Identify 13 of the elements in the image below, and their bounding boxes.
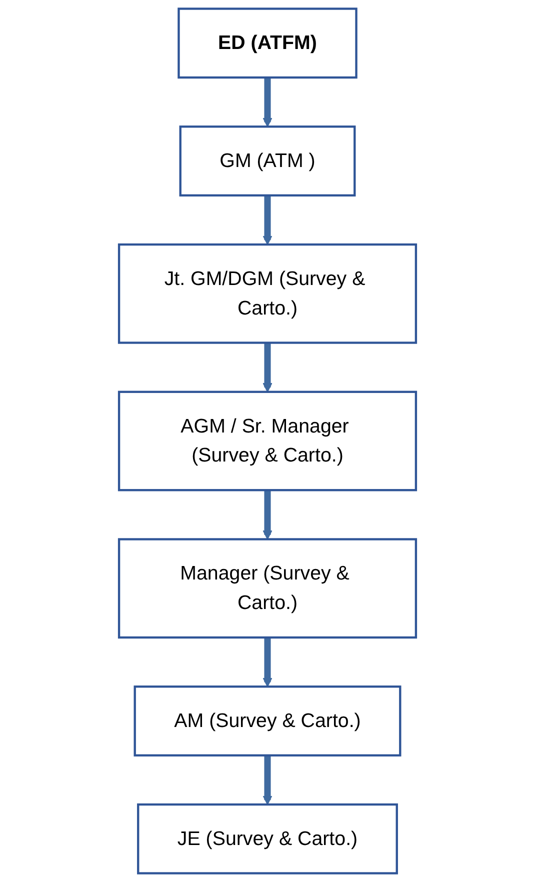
node-box: JE (Survey & Carto.) bbox=[137, 803, 398, 874]
node-box: GM (ATM ) bbox=[179, 126, 356, 196]
arrow bbox=[262, 490, 272, 540]
node-box: Manager (Survey & Carto.) bbox=[118, 538, 418, 639]
arrow bbox=[262, 342, 272, 392]
node-box: ED (ATFM) bbox=[178, 8, 358, 79]
node-box: AGM / Sr. Manager (Survey & Carto.) bbox=[118, 390, 418, 492]
arrow bbox=[262, 195, 272, 245]
node-box: AM (Survey & Carto.) bbox=[134, 686, 402, 756]
arrow bbox=[262, 78, 272, 128]
arrow bbox=[262, 755, 272, 805]
arrow bbox=[262, 637, 272, 688]
node-box: Jt. GM/DGM (Survey & Carto.) bbox=[118, 243, 418, 344]
